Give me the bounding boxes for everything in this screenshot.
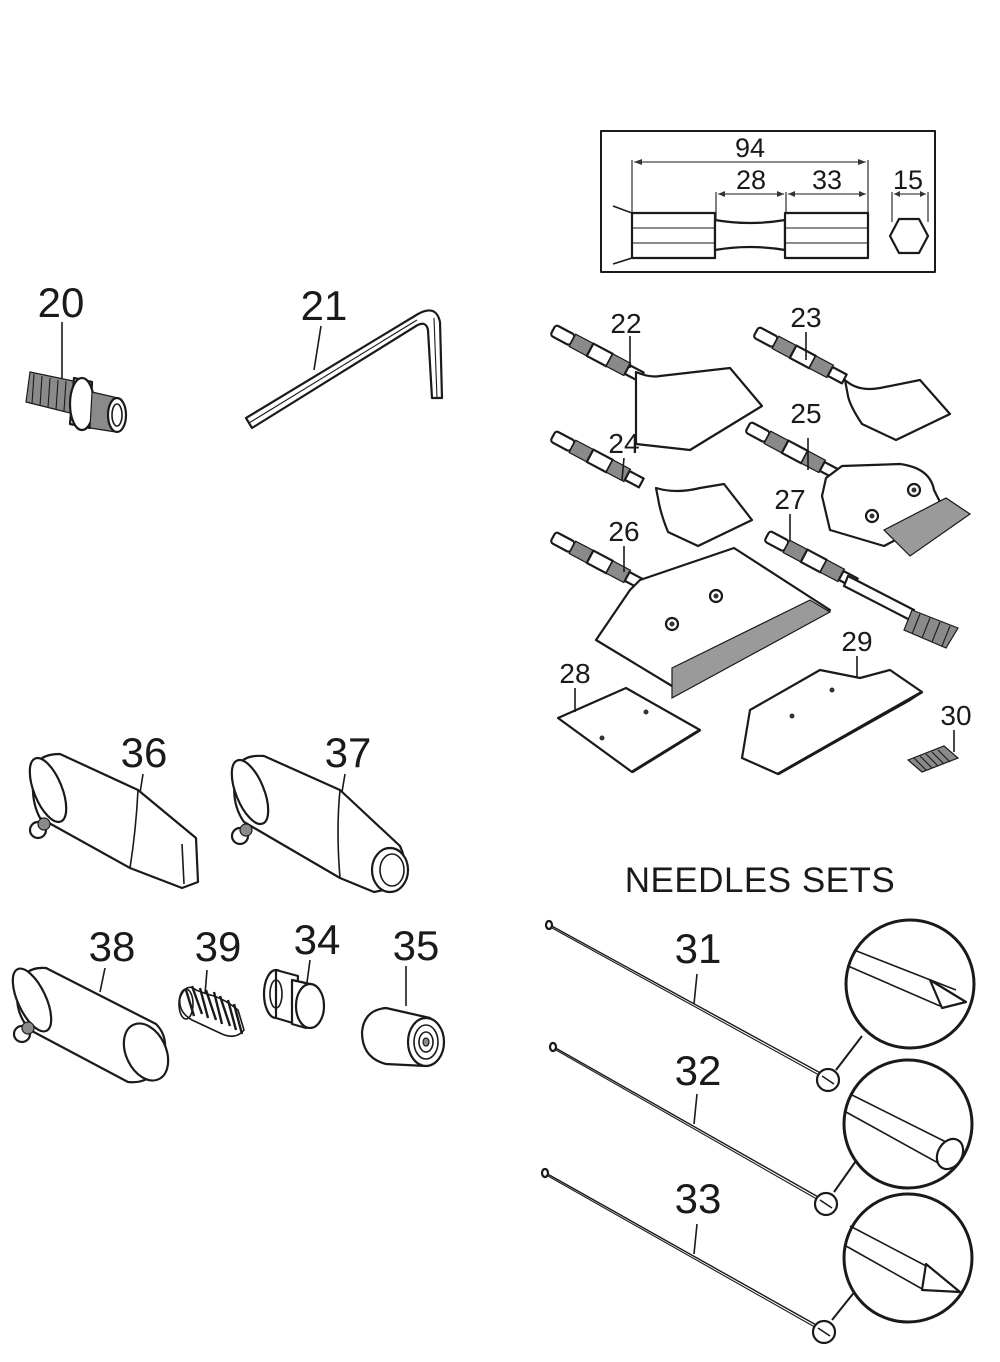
label-26: 26 <box>608 516 639 547</box>
part-28-blade <box>556 686 702 774</box>
part-25-scraper-with-blade <box>743 419 972 557</box>
label-20: 20 <box>38 279 85 326</box>
part-20-fitting <box>25 322 128 434</box>
part-24-scraper-blade <box>548 428 754 548</box>
part-32-needle <box>548 1041 974 1217</box>
part-27-chisel <box>762 514 959 649</box>
label-25: 25 <box>790 398 821 429</box>
part-30-small-blades <box>906 730 960 773</box>
label-24: 24 <box>608 428 639 459</box>
label-31: 31 <box>675 925 722 972</box>
label-36: 36 <box>121 729 168 776</box>
part-35-piston <box>360 966 446 1068</box>
dim-end: 33 <box>812 165 842 195</box>
part-26-wide-scraper <box>548 529 832 700</box>
part-39-spring <box>178 969 245 1038</box>
part-21-hex-key <box>244 309 444 430</box>
label-29: 29 <box>841 626 872 657</box>
label-38: 38 <box>89 923 136 970</box>
label-22: 22 <box>610 308 641 339</box>
label-37: 37 <box>325 729 372 776</box>
part-37-round-housing <box>230 754 410 894</box>
label-39: 39 <box>195 923 242 970</box>
part-29-blade <box>740 656 924 776</box>
label-23: 23 <box>790 302 821 333</box>
label-27: 27 <box>774 484 805 515</box>
dimension-box <box>600 130 936 273</box>
label-33: 33 <box>675 1175 722 1222</box>
part-31-needle <box>544 918 976 1093</box>
label-21: 21 <box>301 282 348 329</box>
part-36-chisel-housing <box>28 752 200 890</box>
needles-sets-title: NEEDLES SETS <box>625 861 896 900</box>
part-38-sleeve <box>11 966 170 1084</box>
dim-neck: 28 <box>736 165 766 195</box>
label-30: 30 <box>940 700 971 731</box>
dim-hex: 15 <box>893 165 923 195</box>
label-32: 32 <box>675 1047 722 1094</box>
part-22-scraper-blade <box>548 322 764 452</box>
label-34: 34 <box>294 916 341 963</box>
part-33-needle <box>540 1167 974 1345</box>
label-28: 28 <box>559 658 590 689</box>
part-23-scraper-blade <box>751 324 952 442</box>
label-35: 35 <box>393 922 440 969</box>
part-34-plunger <box>262 959 326 1030</box>
dim-overall: 94 <box>735 133 765 163</box>
